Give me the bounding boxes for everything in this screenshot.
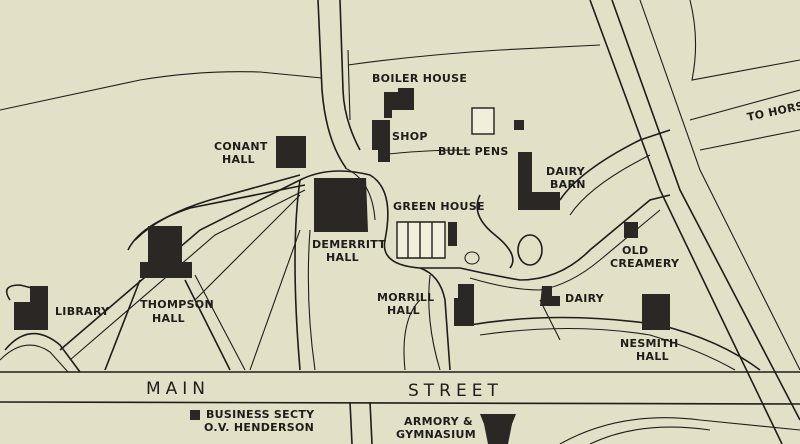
road-north-west-edge: [317, 0, 347, 169]
railway-west-rail: [589, 0, 783, 444]
building-dairy-barn[interactable]: [518, 152, 560, 210]
label-business-1: BUSINESS SECTY: [206, 408, 315, 421]
building-business-secty[interactable]: [190, 410, 200, 420]
label-business-2: O.V. HENDERSON: [204, 421, 314, 434]
label-demerritt-2: HALL: [326, 251, 359, 264]
path-central-east: [459, 194, 671, 281]
path-morrill-west: [403, 299, 421, 371]
building-dairy[interactable]: [540, 286, 560, 306]
buildings: [14, 88, 670, 444]
path-central-east-2: [469, 209, 661, 291]
label-morrill-2: HALL: [387, 304, 420, 317]
building-morrill-hall[interactable]: [454, 284, 474, 326]
label-dairy: DAIRY: [565, 292, 605, 305]
railway-east-rail: [611, 0, 800, 421]
main-street-south-edge: [0, 401, 800, 405]
label-old-creamery-1: OLD: [622, 244, 648, 257]
label-dairy-barn-1: DAIRY: [546, 165, 586, 178]
building-boiler-house[interactable]: [384, 88, 414, 118]
path-demerritt-west-2: [307, 229, 316, 371]
road-south-left: [349, 401, 353, 444]
path-demerritt-west: [294, 179, 301, 371]
label-old-creamery-2: CREAMERY: [610, 257, 680, 270]
road-south-rail-2: [589, 426, 711, 444]
building-library[interactable]: [14, 286, 48, 330]
path-dairy-north-2: [569, 154, 651, 216]
path-morrill-loop: [419, 267, 451, 371]
railway-parallel: [639, 0, 800, 371]
pond-oval-2: [464, 251, 480, 265]
building-old-creamery[interactable]: [624, 222, 638, 238]
label-armory-2: GYMNASIUM: [396, 428, 476, 441]
label-shop: SHOP: [392, 130, 428, 143]
road-north-inner: [347, 49, 351, 121]
building-demerritt-hall[interactable]: [314, 178, 368, 232]
label-boiler-house: BOILER HOUSE: [372, 72, 467, 85]
label-morrill-1: MORRILL: [377, 291, 434, 304]
label-conant-hall-1: CONANT: [214, 140, 268, 153]
label-thompson-2: HALL: [152, 312, 185, 325]
building-bull-pens[interactable]: [471, 107, 495, 135]
label-bull-pens: BULL PENS: [438, 145, 509, 158]
label-nesmith-2: HALL: [636, 350, 669, 363]
label-nesmith-1: NESMITH: [620, 337, 679, 350]
road-to-horse: [699, 129, 800, 151]
path-library-diag-2: [69, 189, 306, 361]
path-nesmith-loop-2: [479, 327, 736, 371]
path-library-diag: [59, 179, 301, 351]
path-triangle-right: [184, 279, 231, 371]
label-street: STREET: [408, 381, 503, 401]
label-conant-hall-2: HALL: [222, 153, 255, 166]
path-thompson-north-2: [127, 184, 306, 251]
path-greenhouse-loop: [476, 194, 514, 269]
map-labels: BOILER HOUSE SHOP CONANT HALL BULL PENS …: [55, 72, 800, 441]
path-center-diag: [194, 194, 301, 301]
label-main: MAIN: [146, 379, 210, 399]
field-boundary-west: [0, 71, 323, 111]
label-library: LIBRARY: [55, 305, 110, 318]
building-shop[interactable]: [372, 120, 390, 162]
label-dairy-barn-2: BARN: [550, 178, 586, 191]
label-armory-1: ARMORY &: [404, 415, 473, 428]
path-dairy-north: [559, 129, 671, 201]
building-green-house-shed[interactable]: [448, 222, 457, 246]
label-thompson-1: THOMPSON: [140, 298, 214, 311]
path-morrill-loop-2: [428, 274, 441, 371]
building-thompson-hall[interactable]: [140, 226, 192, 278]
path-triangle-right-2: [194, 274, 246, 371]
path-library-curve: [4, 332, 81, 373]
road-far-right-1: [689, 0, 800, 81]
path-demerritt-loop: [299, 170, 460, 269]
field-boundary-east: [347, 44, 601, 66]
label-green-house: GREEN HOUSE: [393, 200, 485, 213]
building-green-house[interactable]: [396, 221, 446, 259]
building-bull-pens-small[interactable]: [514, 120, 524, 130]
road-north-east-edge: [339, 0, 361, 151]
building-armory-gymnasium[interactable]: [480, 414, 516, 444]
building-nesmith-hall[interactable]: [642, 294, 670, 330]
road-south-mid: [369, 401, 373, 444]
pond-oval-1: [517, 234, 543, 266]
path-dairy-spur: [539, 299, 561, 341]
label-demerritt-1: DEMERRITT: [312, 238, 386, 251]
path-triangle-left: [104, 279, 141, 371]
path-center-diag-2: [249, 229, 301, 371]
road-south-rail: [559, 417, 800, 444]
road-far-right-2: [689, 89, 800, 121]
building-conant-hall[interactable]: [276, 136, 306, 168]
path-library-entry: [5, 284, 41, 301]
path-library-curve-2: [0, 344, 69, 373]
